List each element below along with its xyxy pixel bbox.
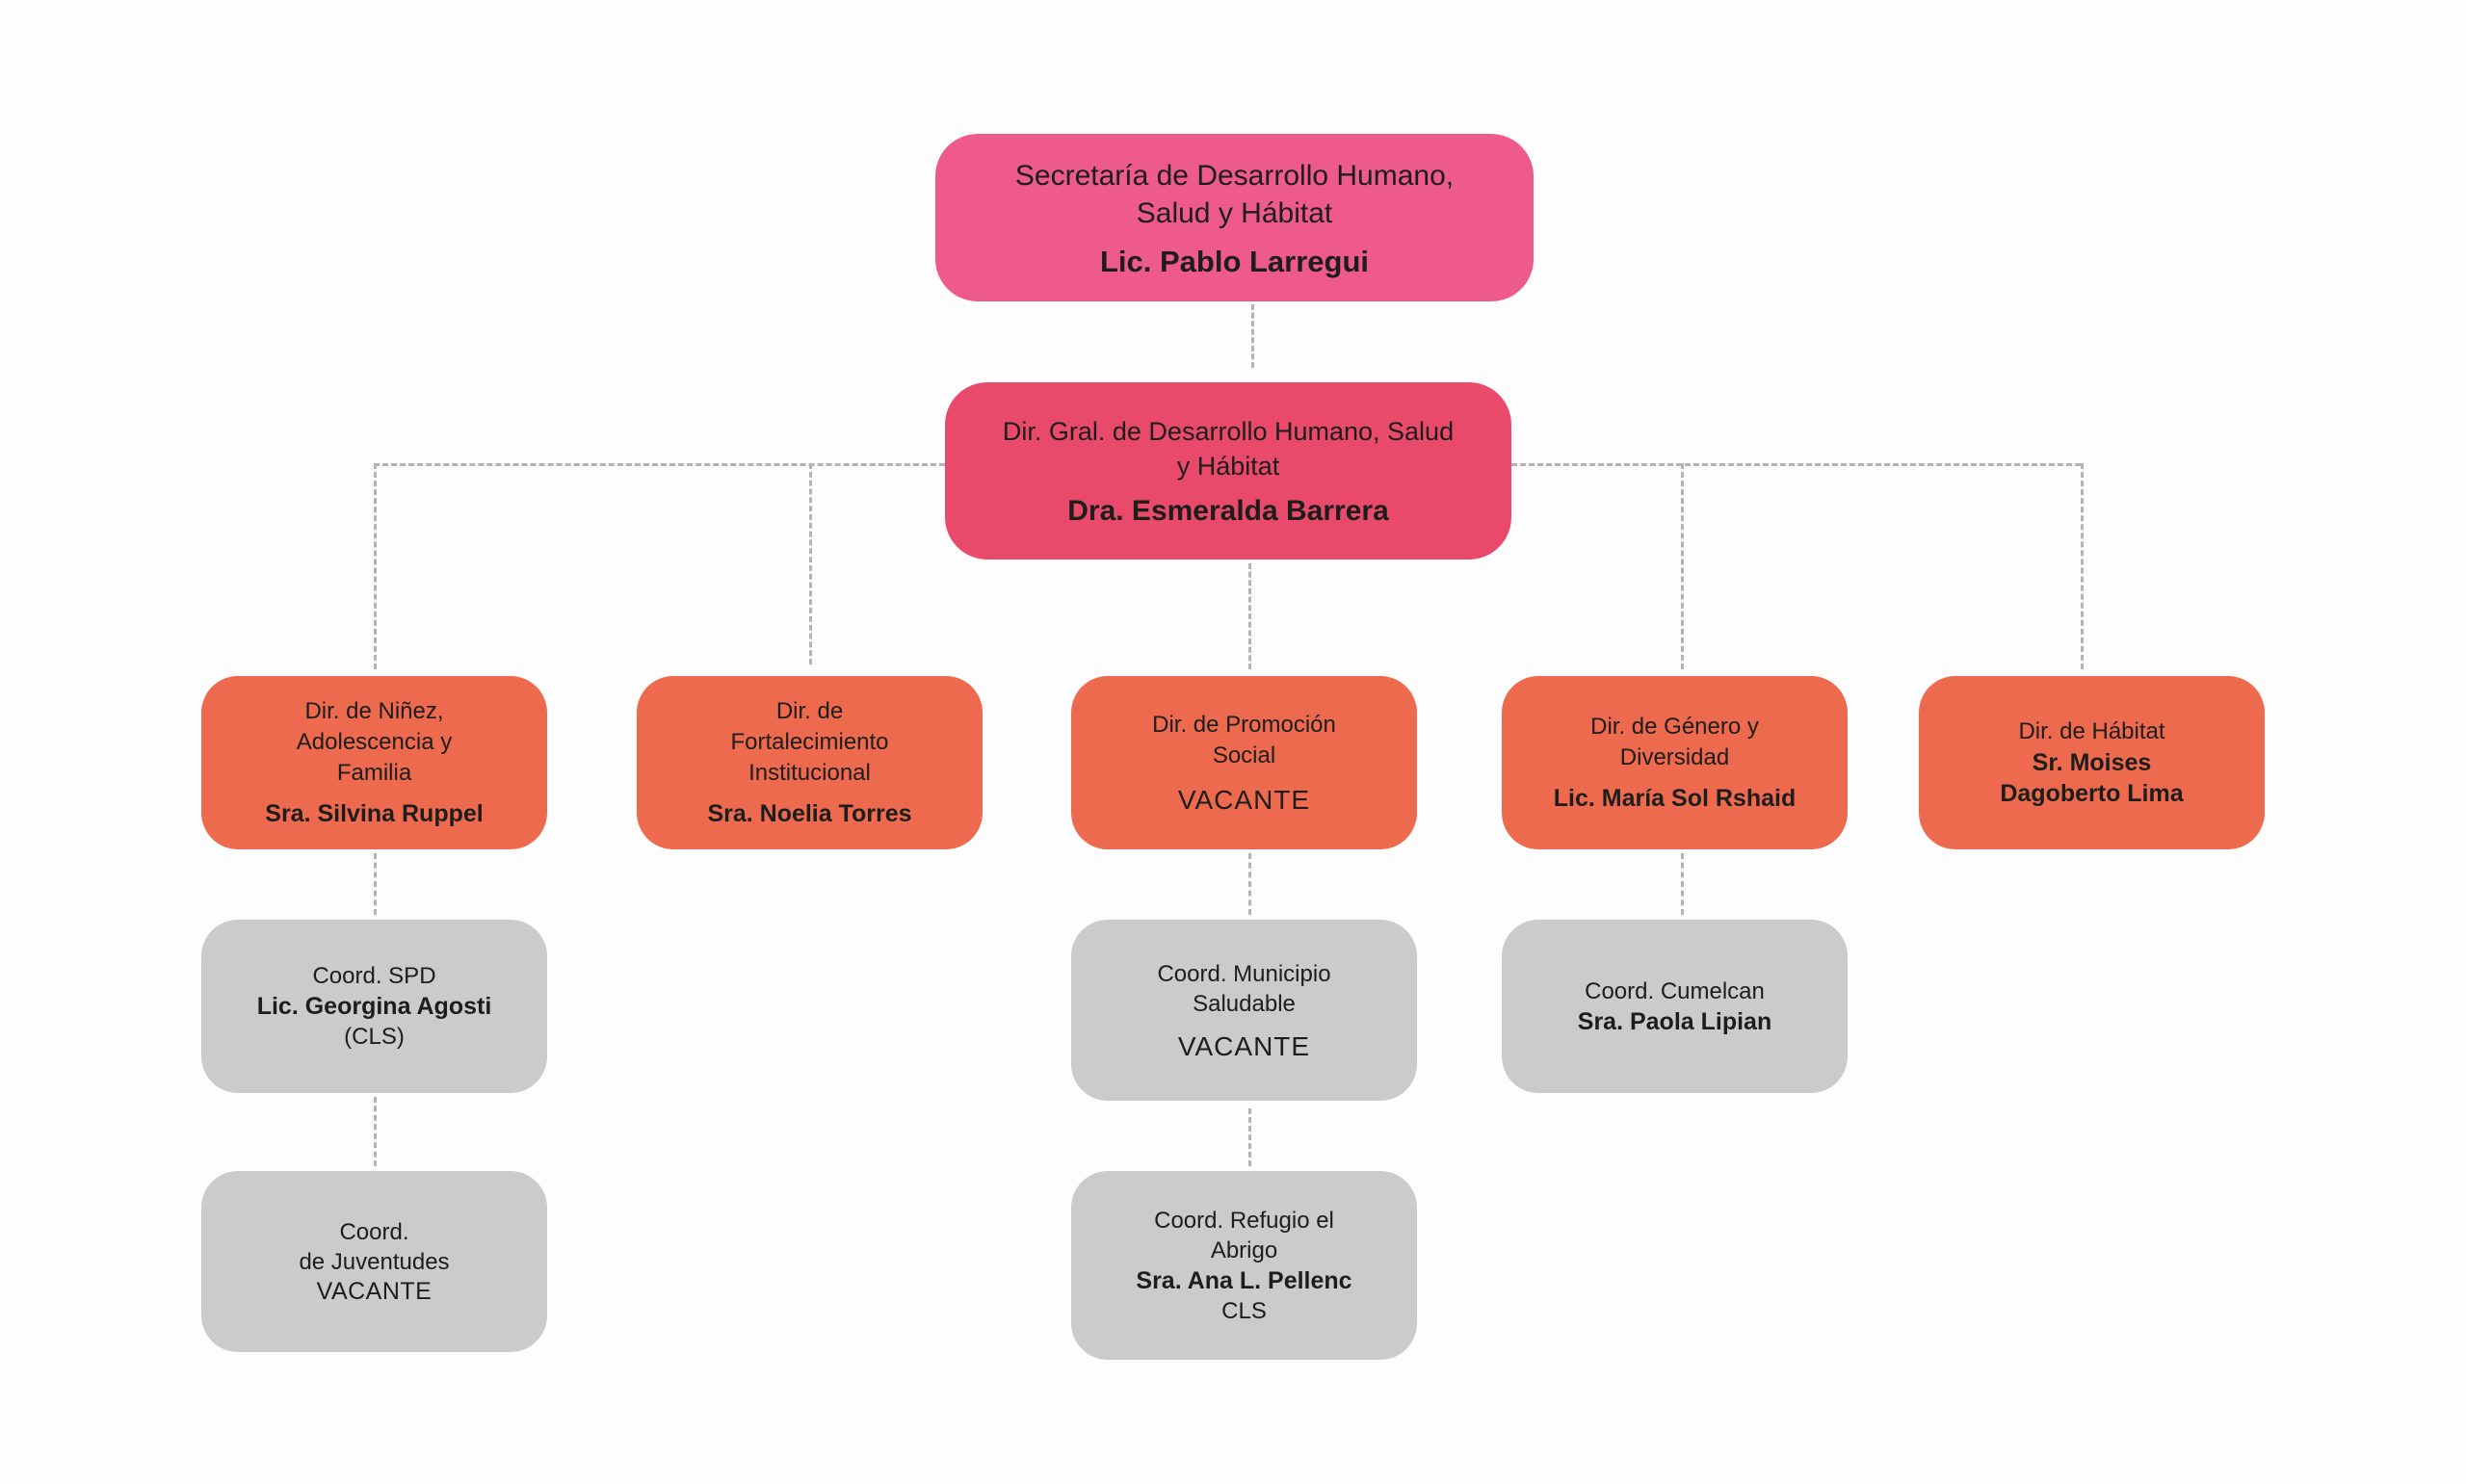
node-vacancy-status: VACANTE [1177,1030,1311,1061]
node-person: Sra. Paola Lipian [1577,1007,1772,1035]
node-person: Sra. Ana L. Pellenc [1136,1266,1352,1294]
org-node-coord-juventudes: Coord. de Juventudes VACANTE [201,1171,547,1352]
org-node-dir-genero: Dir. de Género y Diversidad Lic. María S… [1502,676,1848,849]
connector-branch-left [374,463,945,466]
node-title: Dir. Gral. de Desarrollo Humano, Salud y… [1002,417,1455,481]
node-note: (CLS) [344,1024,405,1050]
node-title: Coord. de Juventudes [299,1218,450,1275]
node-person: Sra. Silvina Ruppel [265,800,484,827]
org-node-dir-habitat: Dir. de Hábitat Sr. Moises Dagoberto Lim… [1919,676,2265,849]
connector-spd-juventudes [374,1097,377,1166]
connector-dirgral-promocion [1248,563,1251,669]
node-title: Dir. de Niñez, Adolescencia y Familia [296,698,453,786]
node-title: Dir. de Género y Diversidad [1590,714,1759,770]
node-vacancy-status: VACANTE [1177,785,1311,815]
org-node-secretaria: Secretaría de Desarrollo Humano, Salud y… [935,134,1534,301]
org-node-coord-refugio: Coord. Refugio el Abrigo Sra. Ana L. Pel… [1071,1171,1417,1360]
node-title: Coord. SPD [312,963,436,989]
connector-municipio-refugio [1248,1108,1251,1166]
node-person: Lic. Georgina Agosti [256,993,492,1020]
org-node-dir-fortalecimiento: Dir. de Fortalecimiento Institucional Sr… [637,676,983,849]
node-person: Sra. Noelia Torres [707,800,912,827]
node-title: Secretaría de Desarrollo Humano, Salud y… [1014,159,1455,229]
node-title: Dir. de Promoción Social [1152,712,1336,768]
node-title: Coord. Refugio el Abrigo [1154,1207,1334,1263]
org-node-coord-spd: Coord. SPD Lic. Georgina Agosti (CLS) [201,920,547,1093]
connector-branch-right [1511,463,2081,466]
connector-genero-cumelcan [1681,853,1684,915]
org-node-coord-municipio: Coord. Municipio Saludable VACANTE [1071,920,1417,1101]
org-node-coord-cumelcan: Coord. Cumelcan Sra. Paola Lipian [1502,920,1848,1093]
connector-drop-genero [1681,463,1684,669]
connector-ninez-spd [374,853,377,915]
node-title: Coord. Cumelcan [1585,977,1765,1004]
connector-drop-habitat [2081,463,2084,669]
node-title: Dir. de Hábitat [2018,718,2165,744]
node-person: Dra. Esmeralda Barrera [1067,495,1389,527]
node-vacancy-status: VACANTE [316,1277,433,1305]
node-title: Dir. de Fortalecimiento Institucional [730,698,889,786]
org-node-dir-promocion: Dir. de Promoción Social VACANTE [1071,676,1417,849]
org-node-dir-general: Dir. Gral. de Desarrollo Humano, Salud y… [945,382,1511,560]
node-person: Lic. Pablo Larregui [1099,244,1370,278]
node-person: Sr. Moises Dagoberto Lima [2000,749,2184,807]
connector-secretaria-dirgral [1251,304,1254,368]
connector-drop-fortalecimiento [809,463,812,664]
org-node-dir-ninez: Dir. de Niñez, Adolescencia y Familia Sr… [201,676,547,849]
node-title: Coord. Municipio Saludable [1157,960,1331,1017]
node-note: CLS [1221,1297,1267,1324]
node-person: Lic. María Sol Rshaid [1553,785,1797,812]
connector-drop-ninez [374,463,377,669]
connector-promocion-municipio [1248,853,1251,915]
